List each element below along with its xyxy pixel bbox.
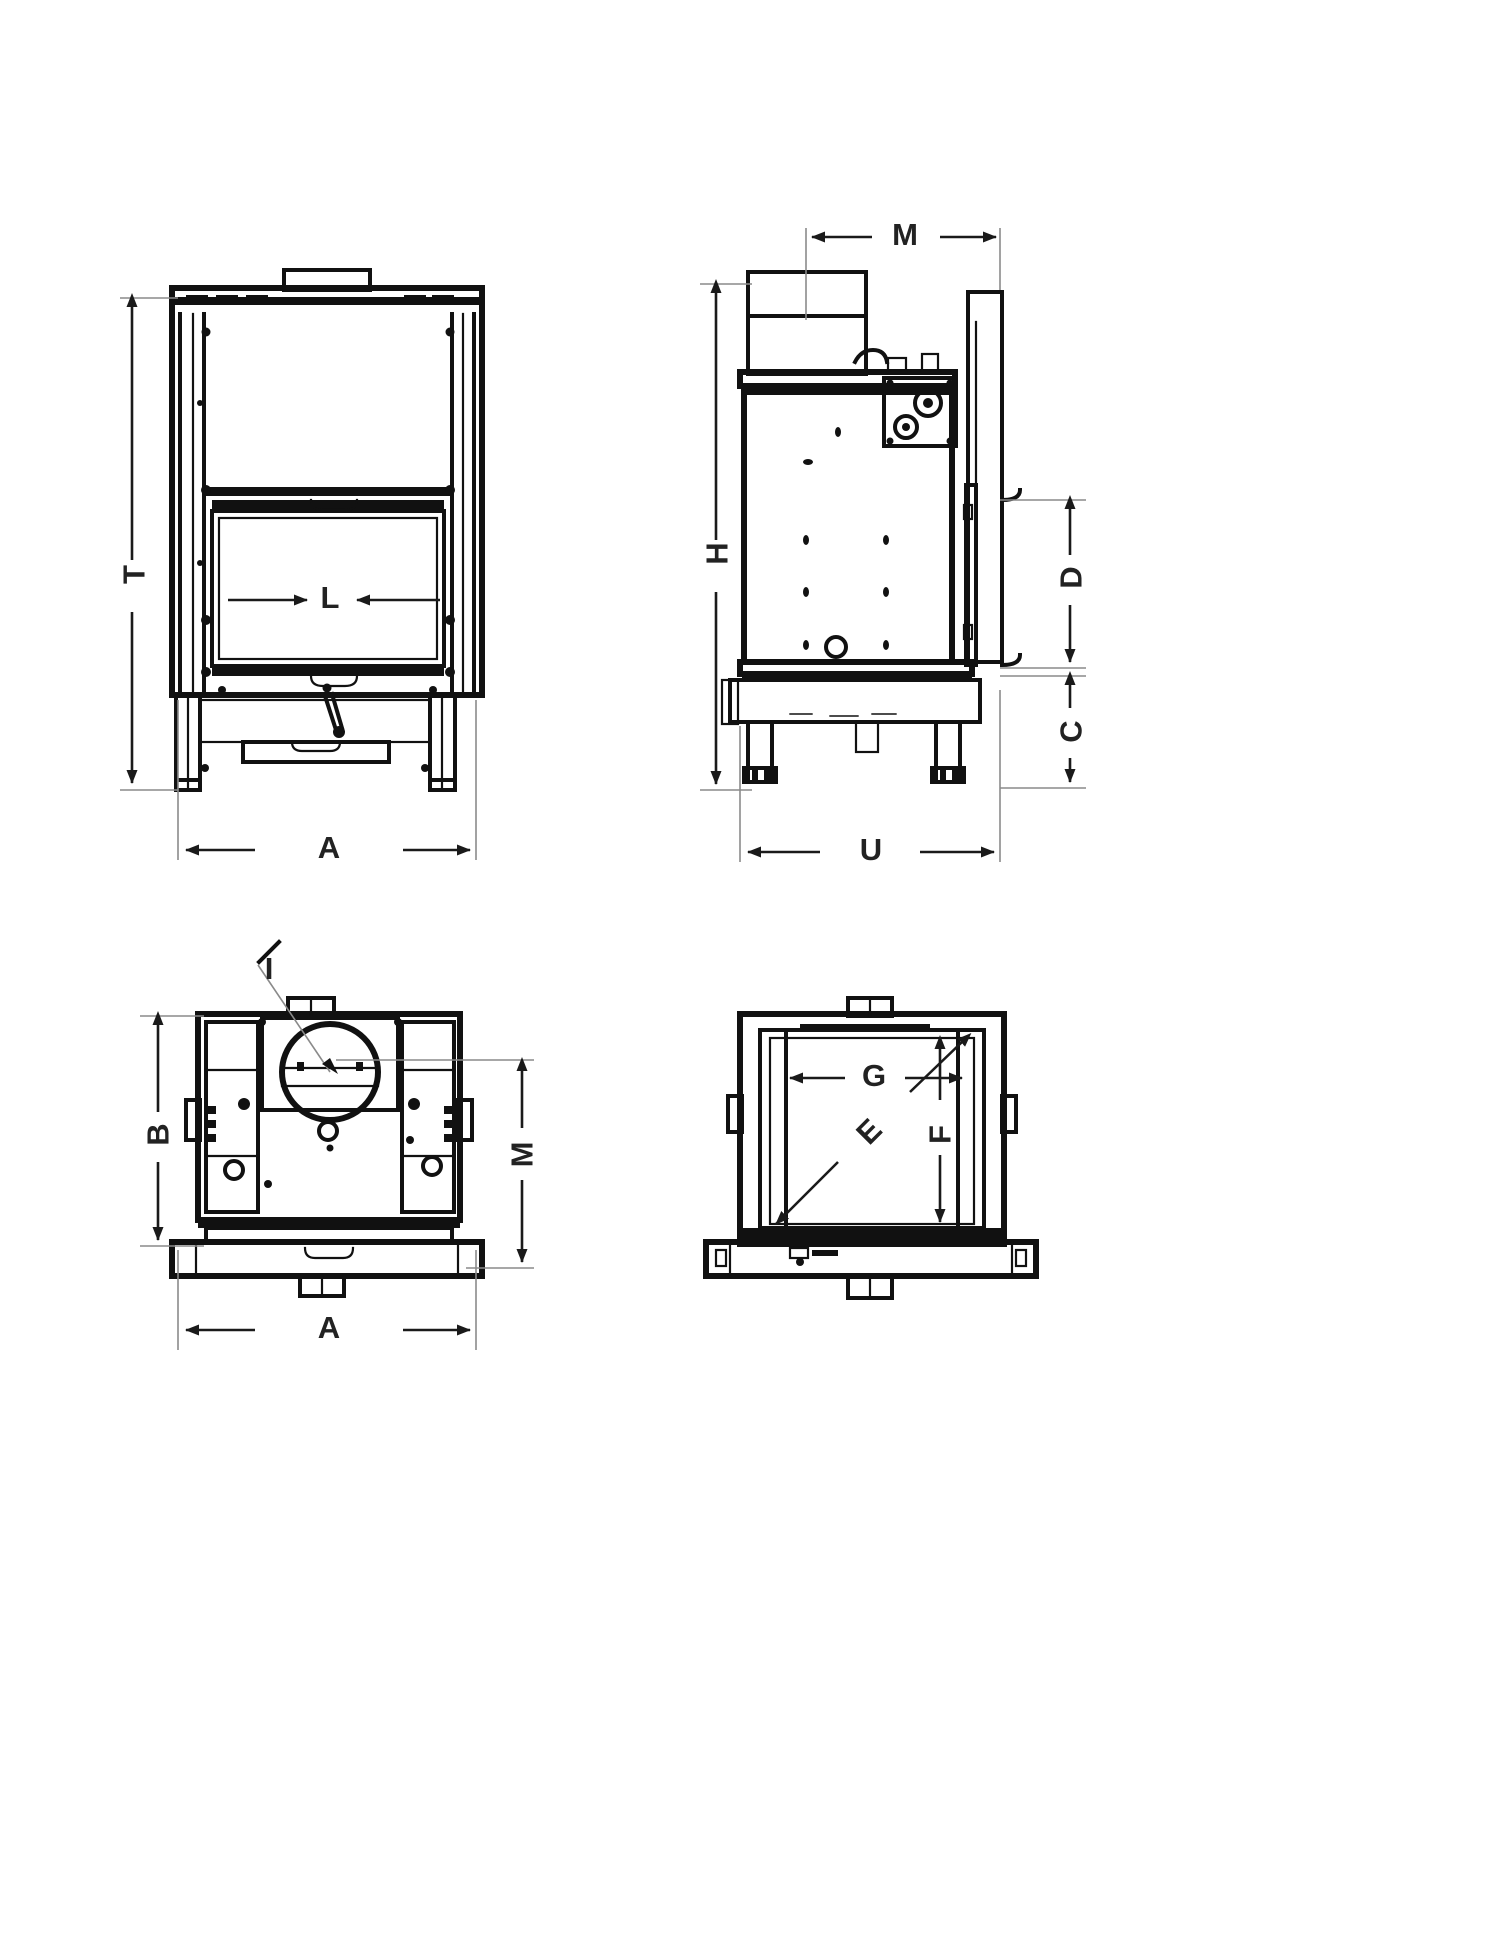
dimension-label-H: H — [699, 542, 735, 565]
dimension-label-T: T — [116, 565, 152, 584]
front-dimension-T — [120, 293, 178, 791]
front-elevation-geometry — [169, 268, 485, 792]
side-dimension-C — [1000, 671, 1086, 789]
dimension-label-D: D — [1053, 566, 1089, 589]
dimension-label-L: L — [320, 580, 340, 615]
dimension-label-G: G — [861, 1058, 887, 1093]
dimension-label-A-plan: A — [317, 1310, 341, 1345]
dimension-label-F: F — [922, 1125, 958, 1144]
dimension-label-I: I — [264, 951, 274, 986]
front-dimension-A — [177, 700, 477, 860]
dimension-label-B: B — [140, 1123, 176, 1146]
side-dimension-H — [700, 279, 752, 791]
plan-view-geometry — [169, 996, 485, 1298]
dimension-label-M-side: M — [892, 217, 918, 252]
plan-dimension-A2 — [177, 1250, 477, 1350]
dimension-label-U: U — [859, 832, 883, 867]
side-elevation-geometry — [720, 270, 1023, 784]
plan-dimension-B — [140, 1011, 204, 1247]
side-dimension-U — [739, 690, 1001, 862]
dimension-label-M-plan: M — [504, 1141, 540, 1168]
plan-leader-I — [256, 939, 338, 1074]
rear-elevation-geometry — [703, 996, 1039, 1300]
side-dimension-M — [805, 228, 1001, 320]
side-dimension-D — [1000, 495, 1086, 669]
plan-dimension-M — [336, 1057, 534, 1269]
dimension-label-C: C — [1053, 720, 1089, 743]
rear-dimension-E — [775, 1032, 972, 1225]
dimension-label-A-front: A — [317, 830, 341, 865]
